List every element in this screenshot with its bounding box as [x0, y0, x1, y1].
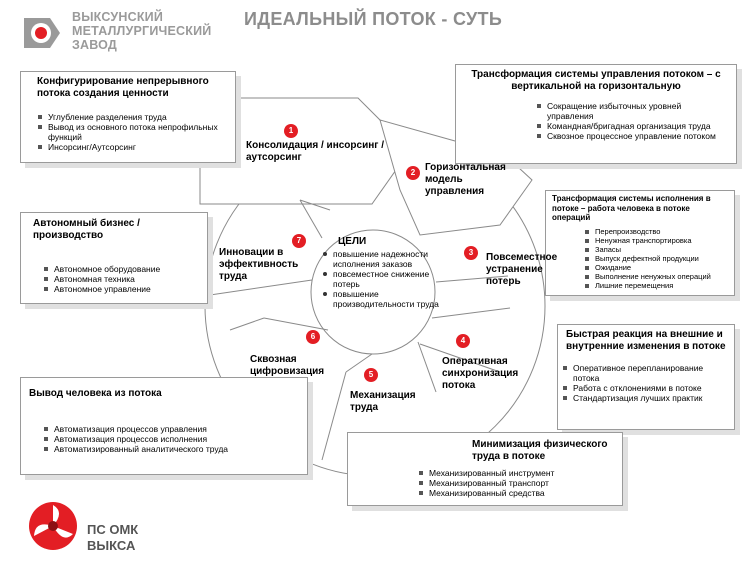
list-item: Сквозное процессное управление потоком	[536, 131, 728, 141]
list-item: Автономное управление	[43, 284, 201, 294]
list-item: Углубление разделения труда	[37, 112, 229, 122]
box-title: Автономный бизнес / производство	[33, 218, 140, 241]
segment-3-number: 3	[464, 246, 478, 260]
list-item: Выполнение ненужных операций	[584, 272, 730, 281]
box-title: Трансформация системы управления потоком…	[471, 69, 721, 92]
segment-2-number: 2	[406, 166, 420, 180]
box-title: Быстрая реакция на внешние и внутренние …	[566, 329, 726, 352]
list-item: Стандартизация лучших практик	[562, 393, 730, 403]
inner-ring	[310, 229, 436, 355]
segment-2-label: Горизонтальная модель управления	[425, 162, 506, 197]
list-item: Оперативное перепланирование потока	[562, 363, 730, 383]
list-item: Механизированный средства	[418, 488, 616, 498]
segment-1-label: Консолидация / инсорсинг / аутсорсинг	[246, 140, 384, 163]
segment-6-number: 6	[306, 330, 320, 344]
goals-panel: ЦЕЛИ повышение надежности исполнения зак…	[322, 237, 440, 309]
list-item: Лишние перемещения	[584, 281, 730, 290]
segment-7-number: 7	[292, 234, 306, 248]
list-item: Механизированный транспорт	[418, 478, 616, 488]
list-item: Перепроизводство	[584, 227, 730, 236]
list-item: Автоматизированный аналитического труда	[43, 444, 301, 454]
list-item: Вывод из основного потока непрофильных ф…	[37, 122, 229, 142]
box-title: Конфигурирование непрерывного потока соз…	[37, 76, 209, 99]
list-item: Командная/бригадная организация труда	[536, 121, 728, 131]
list-item: Автономная техника	[43, 274, 201, 284]
segment-6-label: Сквозная цифровизация	[250, 354, 325, 377]
list-item: Ожидание	[584, 263, 730, 272]
brand-line-2: ВЫКСА	[87, 538, 136, 553]
segment-4-number: 4	[456, 334, 470, 348]
list-item: Сокращение избыточных уровней управления	[536, 101, 728, 121]
right-box-execution: Трансформация системы исполнения в поток…	[545, 190, 735, 296]
list-item: Работа с отклонениями в потоке	[562, 383, 730, 393]
right-box-reaction: Быстрая реакция на внешние и внутренние …	[557, 324, 735, 430]
left-box-value-stream: Конфигурирование непрерывного потока соз…	[20, 71, 236, 163]
list-item: Ненужная транспортировка	[584, 236, 730, 245]
list-item: Механизированный инструмент	[418, 468, 616, 478]
box-title: Минимизация физического труда в потоке	[472, 439, 608, 462]
company-name: ВЫКСУНСКИЙ МЕТАЛЛУРГИЧЕСКИЙ ЗАВОД	[72, 10, 212, 52]
company-logo-icon	[20, 14, 64, 52]
list-item: Инсорсинг/Аутсорсинг	[37, 142, 229, 152]
brand-name: ПС ОМК ВЫКСА	[87, 522, 138, 554]
segment-5-number: 5	[364, 368, 378, 382]
segment-1-number: 1	[284, 124, 298, 138]
box-title: Вывод человека из потока	[29, 388, 162, 399]
segment-7-label: Инновации в эффективность труда	[219, 247, 299, 282]
list-item: Выпуск дефектной продукции	[584, 254, 730, 263]
right-box-management: Трансформация системы управления потоком…	[455, 64, 737, 164]
segment-1-shape	[199, 97, 411, 205]
list-item: Автоматизация процессов управления	[43, 424, 301, 434]
goal-item: повсеместное снижение потерь	[322, 269, 440, 289]
goals-title: ЦЕЛИ	[338, 236, 367, 247]
segment-5-label: Механизация труда	[350, 390, 416, 413]
left-box-human-out: Вывод человека из потока Автоматизация п…	[20, 377, 308, 475]
brand-line-1: ПС ОМК	[87, 522, 139, 537]
goal-item: повышение производительности труда	[322, 289, 440, 309]
left-box-autonomous: Автономный бизнес / производство Автоном…	[20, 212, 208, 304]
page-title: ИДЕАЛЬНЫЙ ПОТОК - СУТЬ	[244, 9, 503, 29]
list-item: Запасы	[584, 245, 730, 254]
list-item: Автономное оборудование	[43, 264, 201, 274]
segment-4-label: Оперативная синхронизация потока	[442, 356, 519, 391]
box-title: Трансформация системы исполнения в поток…	[552, 194, 711, 222]
segment-3-label: Повсеместное устранение потерь	[486, 252, 558, 287]
omk-propeller-logo-icon	[27, 500, 79, 552]
goal-item: повышение надежности исполнения заказов	[322, 249, 440, 269]
list-item: Автоматизация процессов исполнения	[43, 434, 301, 444]
bottom-box-mechanization: Минимизация физического труда в потоке М…	[347, 432, 623, 506]
